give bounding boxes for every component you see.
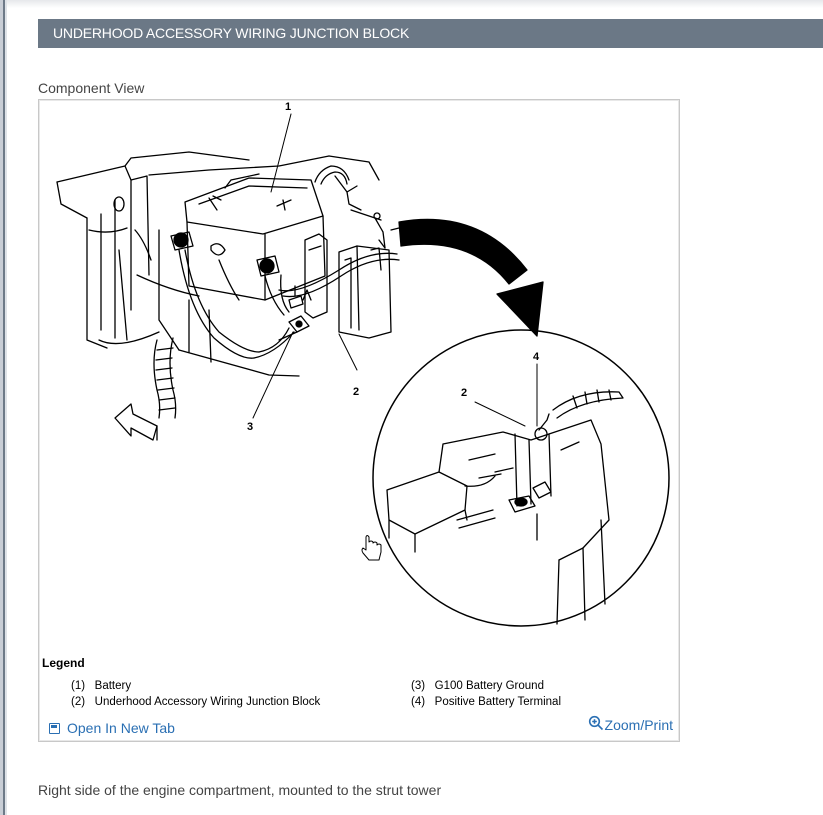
diagram-figure: 1 2 3 2 4 Legend (1) Battery (2) Underho… (38, 99, 680, 742)
legend-item-3: (3) G100 Battery Ground (411, 680, 544, 692)
legend-item-1: (1) Battery (71, 680, 132, 692)
section-header: UNDERHOOD ACCESSORY WIRING JUNCTION BLOC… (38, 19, 823, 48)
section-title: UNDERHOOD ACCESSORY WIRING JUNCTION BLOC… (53, 25, 410, 41)
zoom-print-link[interactable]: Zoom/Print (588, 715, 673, 733)
legend-item-4: (4) Positive Battery Terminal (411, 696, 561, 708)
ground-bolt (288, 285, 304, 309)
junction-block-drawing (304, 209, 414, 339)
location-description: Right side of the engine compartment, mo… (38, 782, 442, 798)
callout-numbers: 1 2 3 2 4 (247, 101, 540, 433)
figure-footer: Open In New Tab Zoom/Print (39, 715, 679, 742)
battery-cables (170, 165, 400, 359)
battery-drawing (184, 173, 326, 301)
hand-pointer-icon (361, 535, 382, 561)
open-in-new-tab-link[interactable]: Open In New Tab (49, 720, 175, 736)
left-sidebar-rail (0, 0, 7, 815)
direction-arrow (114, 403, 158, 441)
top-strip (7, 0, 823, 8)
legend-item-2: (2) Underhood Accessory Wiring Junction … (71, 696, 321, 708)
callout-1: 1 (285, 101, 291, 113)
zoom-arrow (398, 218, 544, 337)
callout-2-detail: 2 (461, 387, 467, 399)
open-in-new-tab-label: Open In New Tab (67, 720, 175, 736)
fender-outline (56, 151, 380, 377)
diagram-legend: Legend (1) Battery (2) Underhood Accesso… (42, 656, 672, 708)
harness-drawing (153, 337, 177, 419)
legend-title: Legend (42, 656, 85, 670)
component-view-label: Component View (38, 80, 145, 96)
zoom-in-icon (588, 715, 603, 731)
detail-view-circle (372, 329, 670, 627)
callout-2: 2 (353, 386, 359, 398)
wiring-diagram[interactable]: 1 2 3 2 4 (39, 100, 679, 656)
open-new-tab-icon (49, 722, 60, 734)
callout-leaders (252, 113, 538, 427)
zoom-print-label: Zoom/Print (604, 717, 673, 733)
callout-4: 4 (533, 351, 540, 363)
callout-3: 3 (247, 421, 253, 433)
